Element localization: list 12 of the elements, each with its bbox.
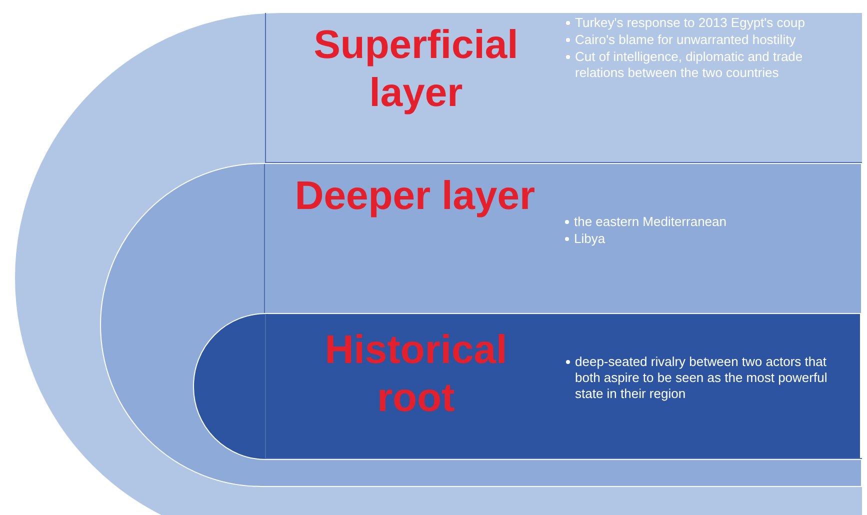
bullet-item: Cut of intelligence, diplomatic and trade relations between the two countries xyxy=(566,49,850,81)
layer-heading: Historical root xyxy=(324,327,508,422)
bullet-item: Libya xyxy=(565,231,849,247)
bullet-item: deep-seated rivalry between two actors that both aspire to be seen as the most powerful state in their region xyxy=(566,354,850,402)
bullet-item: Cairo's blame for unwarranted hostility xyxy=(566,32,850,48)
bullet-item: the eastern Mediterranean xyxy=(565,214,849,230)
layer-band xyxy=(15,13,862,515)
layer-heading: Deeper layer xyxy=(294,173,536,220)
bullet-item: Turkey's response to 2013 Egypt's coup xyxy=(566,15,850,31)
layer-heading: Superficial layer xyxy=(312,22,520,117)
layer-band xyxy=(193,313,861,460)
layer-band xyxy=(100,163,862,487)
